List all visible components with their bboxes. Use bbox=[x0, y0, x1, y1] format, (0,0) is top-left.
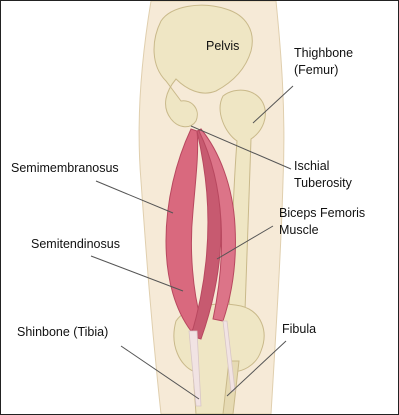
label-biceps-line2: Muscle bbox=[279, 223, 319, 238]
label-thighbone-line1: Thighbone bbox=[294, 46, 353, 61]
label-ischial-line1: Ischial bbox=[294, 159, 329, 174]
label-semitendinosus: Semitendinosus bbox=[31, 237, 120, 252]
label-shinbone: Shinbone (Tibia) bbox=[17, 325, 108, 340]
label-fibula: Fibula bbox=[282, 322, 316, 337]
label-biceps-line1: Biceps Femoris bbox=[279, 206, 365, 221]
label-ischial-line2: Tuberosity bbox=[294, 176, 352, 191]
label-pelvis: Pelvis bbox=[206, 39, 239, 54]
label-semimembranosus: Semimembranosus bbox=[11, 161, 119, 176]
label-thighbone-line2: (Femur) bbox=[294, 63, 338, 78]
